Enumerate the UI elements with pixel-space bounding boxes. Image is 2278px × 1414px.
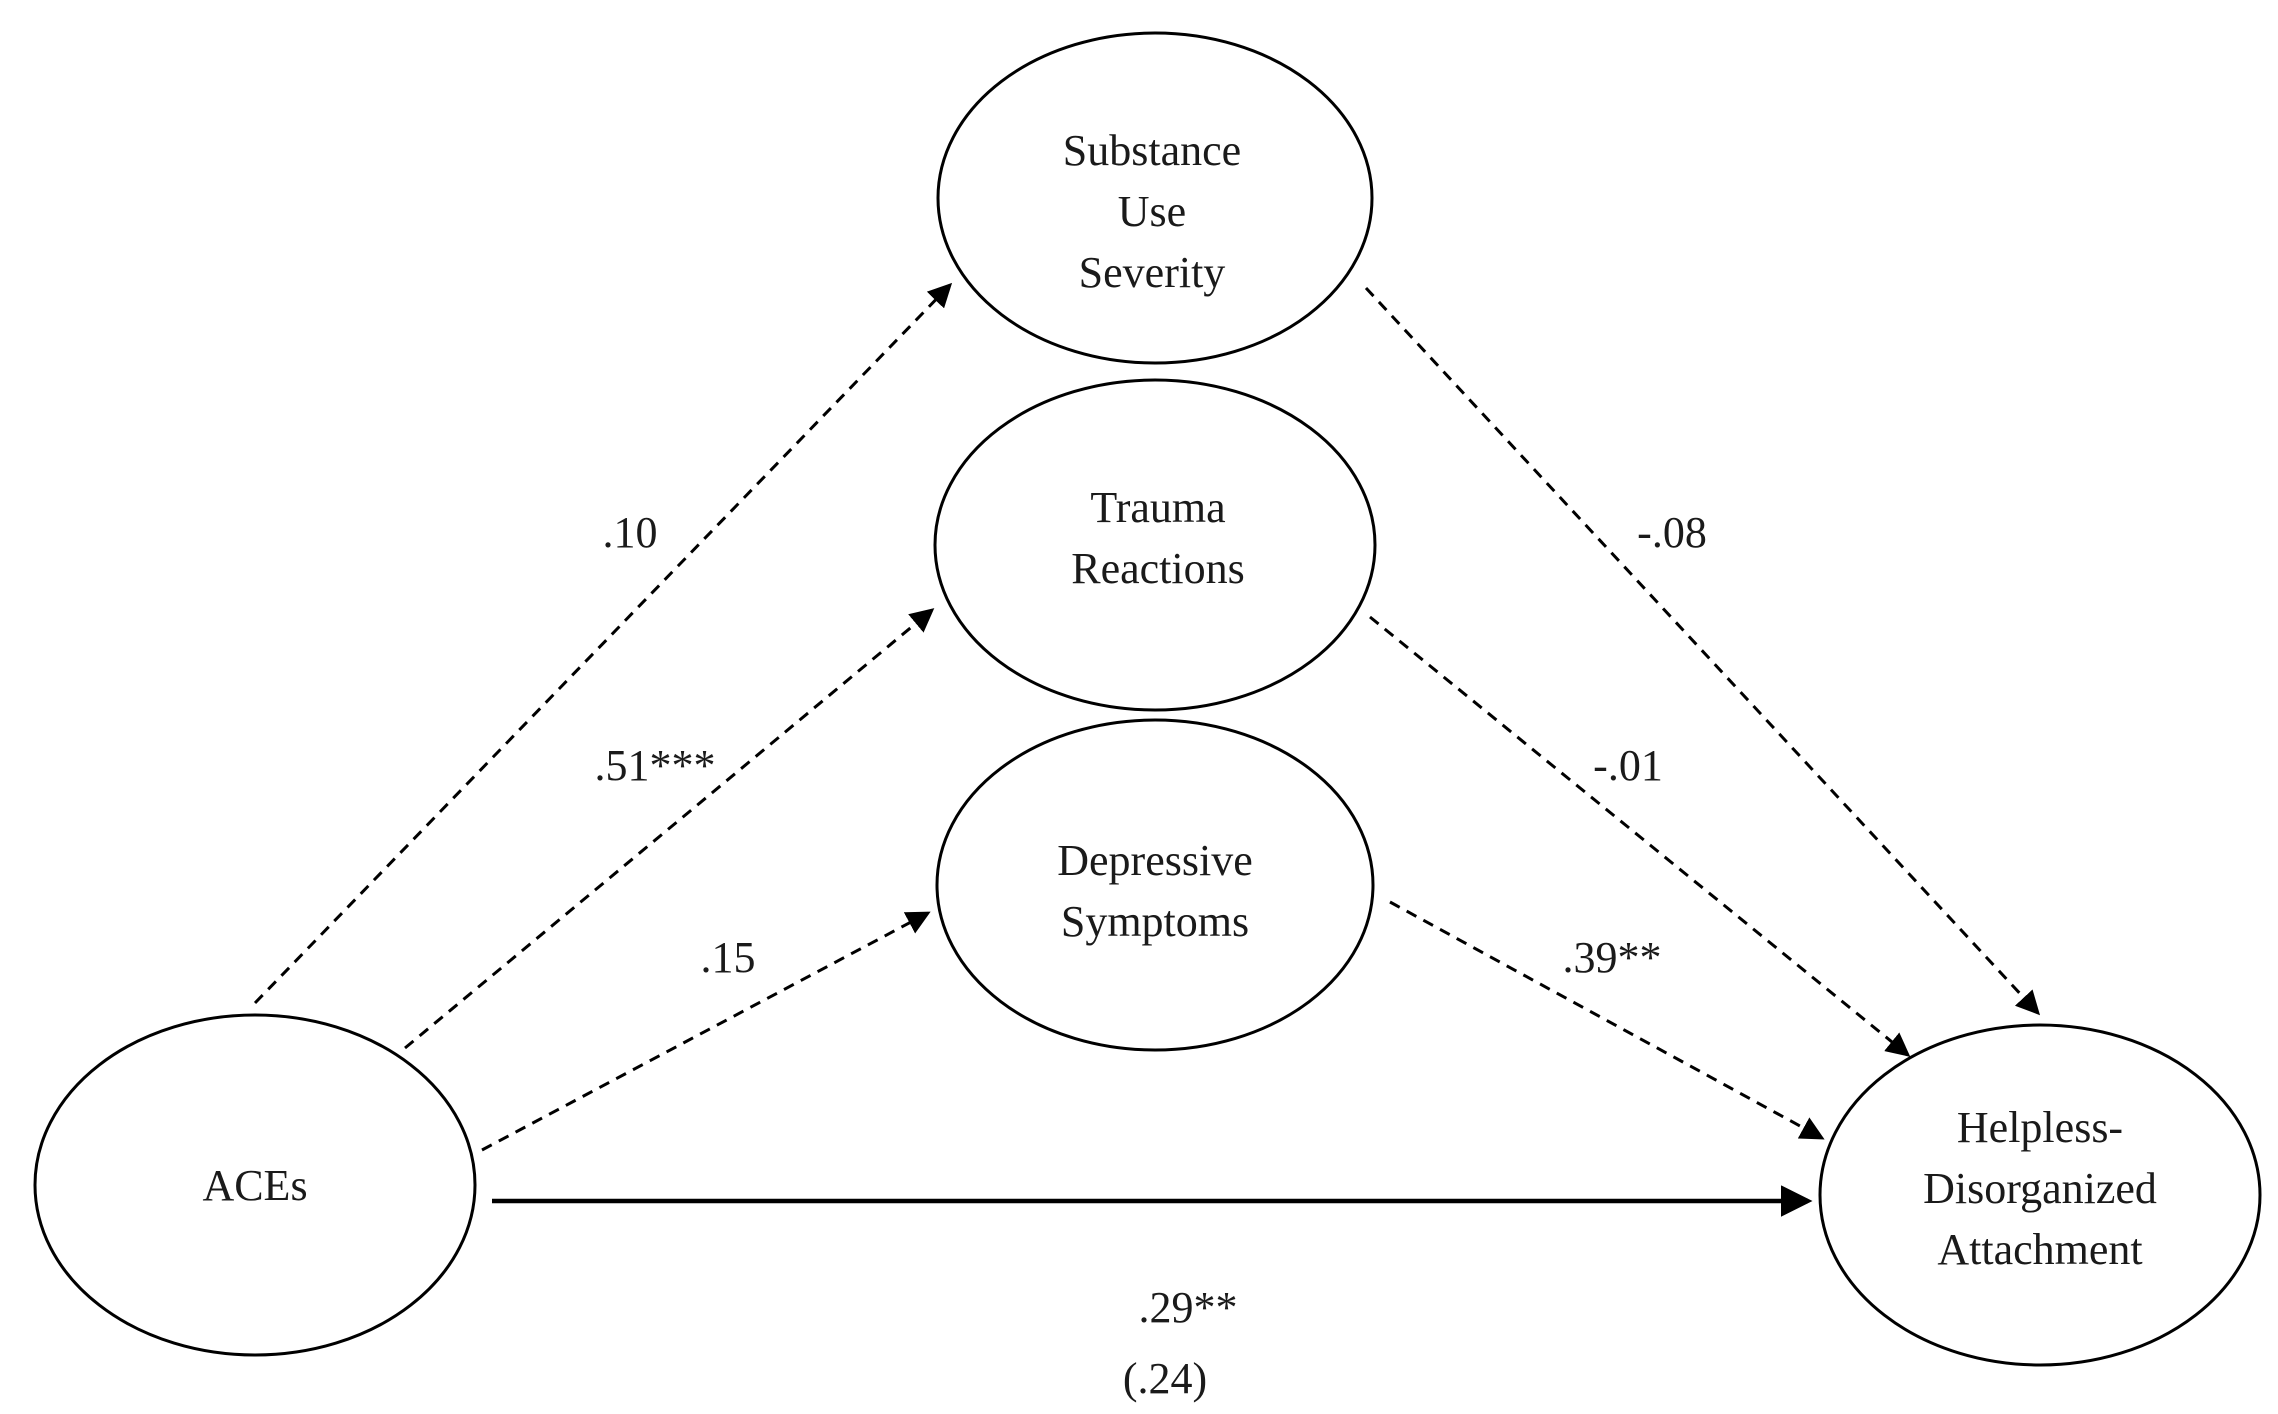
node-substance-line-2: Use — [1118, 187, 1186, 236]
node-substance-use-severity: Substance Use Severity — [936, 31, 1374, 365]
node-attachment-line-1: Helpless- — [1957, 1103, 2123, 1152]
node-depressive-line-2: Symptoms — [1061, 897, 1249, 946]
edge-aces-to-substance-use-severity — [253, 282, 953, 1005]
node-trauma-reactions: Trauma Reactions — [933, 378, 1377, 712]
edge-label-trauma-attachment: -.01 — [1593, 741, 1663, 790]
edge-label-aces-attachment-secondary: (.24) — [1123, 1354, 1207, 1403]
edge-label-aces-attachment: .29** — [1139, 1283, 1238, 1332]
edge-label-aces-trauma: .51*** — [595, 741, 716, 790]
edge-label-depressive-attachment: .39** — [1563, 933, 1662, 982]
edge-trauma-reactions-to-attachment — [1369, 615, 1911, 1057]
node-helpless-disorganized-attachment: Helpless- Disorganized Attachment — [1818, 1023, 2262, 1367]
node-aces-label: ACEs — [202, 1161, 307, 1210]
node-substance-line-1: Substance — [1063, 126, 1241, 175]
node-trauma-line-1: Trauma — [1090, 483, 1225, 532]
edge-aces-to-depressive-symptoms — [481, 911, 931, 1152]
node-attachment-line-2: Disorganized — [1923, 1164, 2157, 1213]
node-substance-line-3: Severity — [1079, 248, 1226, 297]
edge-label-aces-substance: .10 — [603, 508, 658, 557]
edge-label-substance-attachment: -.08 — [1637, 508, 1707, 557]
node-depressive-line-1: Depressive — [1057, 836, 1253, 885]
node-depressive-symptoms: Depressive Symptoms — [935, 718, 1375, 1052]
node-attachment-line-3: Attachment — [1937, 1225, 2142, 1274]
node-aces: ACEs — [33, 1013, 477, 1357]
edge-label-aces-depressive: .15 — [701, 933, 756, 982]
node-trauma-line-2: Reactions — [1071, 544, 1245, 593]
edge-depressive-symptoms-to-attachment — [1389, 900, 1825, 1140]
edge-substance-use-severity-to-attachment — [1364, 286, 2041, 1016]
edge-aces-to-trauma-reactions — [404, 608, 935, 1050]
